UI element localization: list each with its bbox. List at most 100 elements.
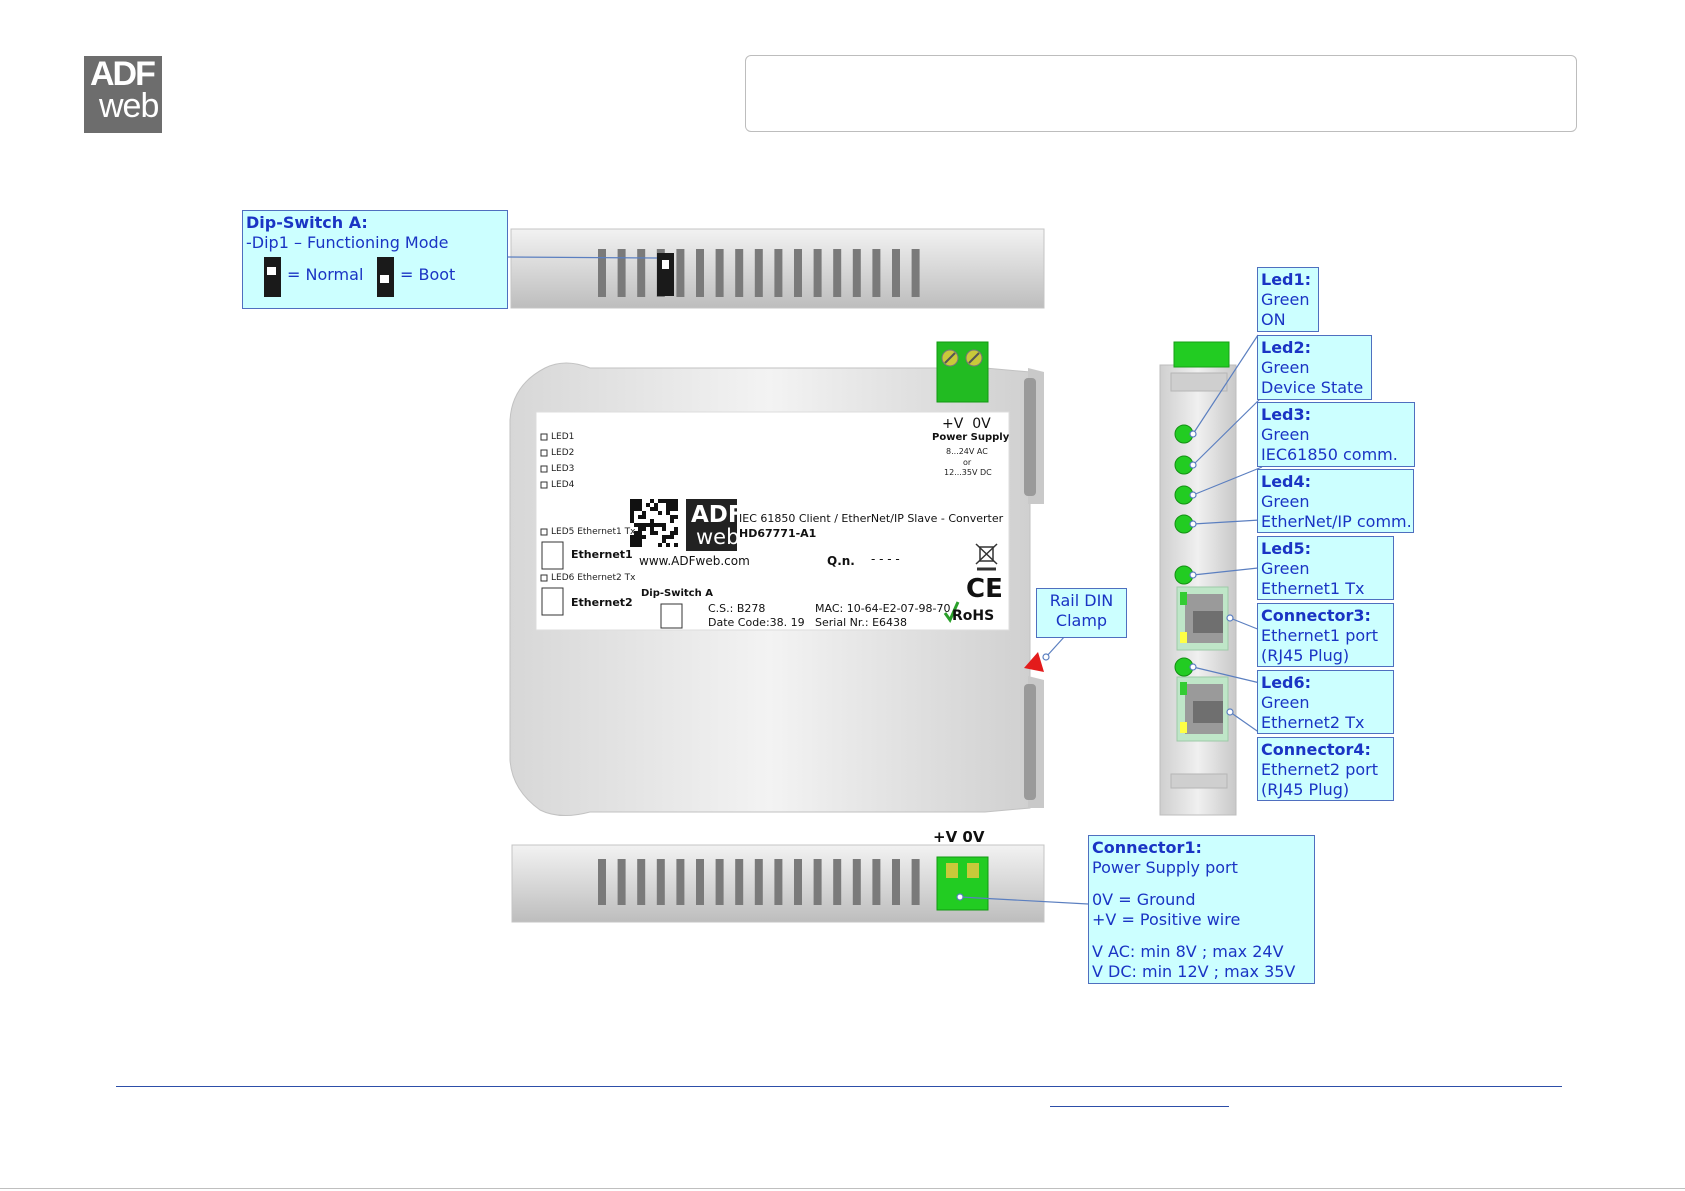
front-view: ADF web CE [509, 341, 1044, 816]
sticker-ethernet2-label: Ethernet2 [571, 596, 633, 609]
vent-fin [754, 859, 763, 905]
callout-led4-line2: EtherNet/IP comm. [1261, 512, 1412, 531]
callout-led6-title: Led6: [1261, 673, 1312, 692]
vent-fin [872, 249, 881, 297]
vent-fin [813, 859, 822, 905]
callout-led3-line1: Green [1261, 425, 1310, 444]
bottom-vent-fins [598, 859, 920, 905]
weee-bin-icon [975, 543, 998, 571]
vent-fin [696, 249, 704, 297]
callout-connector1: Connector1: Power Supply port 0V = Groun… [1088, 835, 1315, 984]
callout-led4-line1: Green [1261, 492, 1310, 511]
callout-conn3-line2: (RJ45 Plug) [1261, 646, 1350, 665]
sticker-serial: Serial Nr.: E6438 [815, 616, 908, 629]
top-view [510, 228, 1045, 309]
vent-fin [794, 249, 802, 297]
vent-fin [735, 859, 744, 905]
device-label-sticker [535, 411, 1010, 631]
callout-led2-line1: Green [1261, 358, 1310, 377]
bottom-terminals-label: +V 0V [933, 828, 985, 846]
sticker-power-or: or [963, 458, 972, 467]
leader-lines [506, 256, 1263, 905]
callout-led3: Led3: Green IEC61850 comm. [1257, 402, 1415, 467]
callout-led1-line1: Green [1261, 290, 1310, 309]
callout-led3-line2: IEC61850 comm. [1261, 445, 1398, 464]
sticker-logo-icon [686, 499, 737, 551]
vent-fin [715, 249, 724, 297]
ce-mark-icon: CE [966, 574, 1003, 604]
sticker-qn-value: - - - - [871, 552, 900, 566]
sticker-date-code: Date Code:38. 19 [708, 616, 805, 629]
sticker-led6-label: LED6 Ethernet2 Tx [551, 573, 636, 583]
adfweb-logo: ADF web [84, 55, 162, 133]
vent-fin [656, 859, 665, 905]
vent-fin [637, 859, 646, 905]
header-title-box [745, 55, 1577, 132]
page-bottom-rule [0, 1188, 1685, 1189]
svg-text:web: web [696, 525, 739, 549]
vent-fin [735, 249, 744, 297]
top-dip-switch[interactable] [657, 253, 674, 296]
vent-fin [617, 859, 626, 905]
callout-conn4-line1: Ethernet2 port [1261, 760, 1378, 779]
callout-dip-switch: Dip-Switch A: -Dip1 – Functioning Mode =… [242, 210, 508, 309]
vent-fin [813, 249, 822, 297]
side-power-connector [1173, 341, 1230, 368]
front-power-connector [936, 341, 989, 403]
vent-fin [774, 249, 783, 297]
rohs-mark: RoHS [952, 608, 995, 624]
vent-fin [676, 859, 685, 905]
callout-dip-boot: = Boot [400, 265, 456, 284]
callout-led5-line1: Green [1261, 559, 1310, 578]
svg-text:ADF: ADF [691, 502, 744, 528]
logo-line1: ADF [90, 55, 156, 93]
vent-fin [637, 249, 646, 297]
vent-fin [852, 249, 861, 297]
vent-fin [911, 859, 920, 905]
vent-fin [598, 249, 606, 297]
callout-conn4-title: Connector4: [1261, 740, 1371, 759]
callout-conn1-line2: 0V = Ground [1092, 890, 1196, 909]
callout-rail-line2: Clamp [1055, 611, 1108, 630]
logo-line2: web [99, 87, 159, 125]
callout-conn1-line1: Power Supply port [1092, 858, 1238, 877]
callout-connector4: Connector4: Ethernet2 port (RJ45 Plug) [1257, 737, 1394, 801]
callout-dip-line1: -Dip1 – Functioning Mode [246, 233, 449, 252]
callout-conn4-line2: (RJ45 Plug) [1261, 780, 1350, 799]
sticker-power-ac: 8...24V AC [946, 447, 988, 456]
sticker-led1-label: LED1 [551, 432, 575, 442]
sticker-power-dc: 12...35V DC [944, 468, 992, 477]
dip-normal-icon [264, 257, 281, 297]
callout-led6-line1: Green [1261, 693, 1310, 712]
callout-conn3-line1: Ethernet1 port [1261, 626, 1378, 645]
sticker-mac: MAC: 10-64-E2-07-98-70 [815, 602, 951, 615]
callout-led4-title: Led4: [1261, 472, 1312, 491]
sticker-product-code: HD67771-A1 [739, 527, 817, 540]
vent-fin [911, 249, 920, 297]
sticker-led4-label: LED4 [551, 480, 575, 490]
callout-conn1-line4: V AC: min 8V ; max 24V [1092, 942, 1284, 961]
bottom-power-connector[interactable] [936, 856, 989, 911]
sticker-qn-label: Q.n. [827, 554, 855, 568]
footer-link-underline[interactable] [1050, 1106, 1229, 1107]
callout-connector3: Connector3: Ethernet1 port (RJ45 Plug) [1257, 603, 1394, 667]
sticker-power-terminals: +V 0V [942, 416, 991, 432]
callout-conn1-line3: +V = Positive wire [1092, 910, 1241, 929]
vent-fin [794, 859, 802, 905]
vent-fin [774, 859, 783, 905]
sticker-dip-title: Dip-Switch A [641, 588, 713, 599]
vent-fin [676, 249, 685, 297]
callout-dip-normal: = Normal [287, 265, 364, 284]
callout-led6-line2: Ethernet2 Tx [1261, 713, 1365, 732]
callout-conn1-line5: V DC: min 12V ; max 35V [1092, 962, 1296, 981]
sticker-website: www.ADFweb.com [639, 554, 750, 568]
sticker-led5-label: LED5 Ethernet1 Tx [551, 527, 636, 537]
sticker-cs: C.S.: B278 [708, 602, 766, 615]
bottom-view [511, 844, 1045, 923]
callout-led1-line2: ON [1261, 310, 1286, 329]
callout-led2-title: Led2: [1261, 338, 1312, 357]
vent-fin [892, 249, 900, 297]
vent-fin [872, 859, 881, 905]
vent-fin [754, 249, 763, 297]
sticker-power-title: Power Supply [932, 432, 1010, 443]
